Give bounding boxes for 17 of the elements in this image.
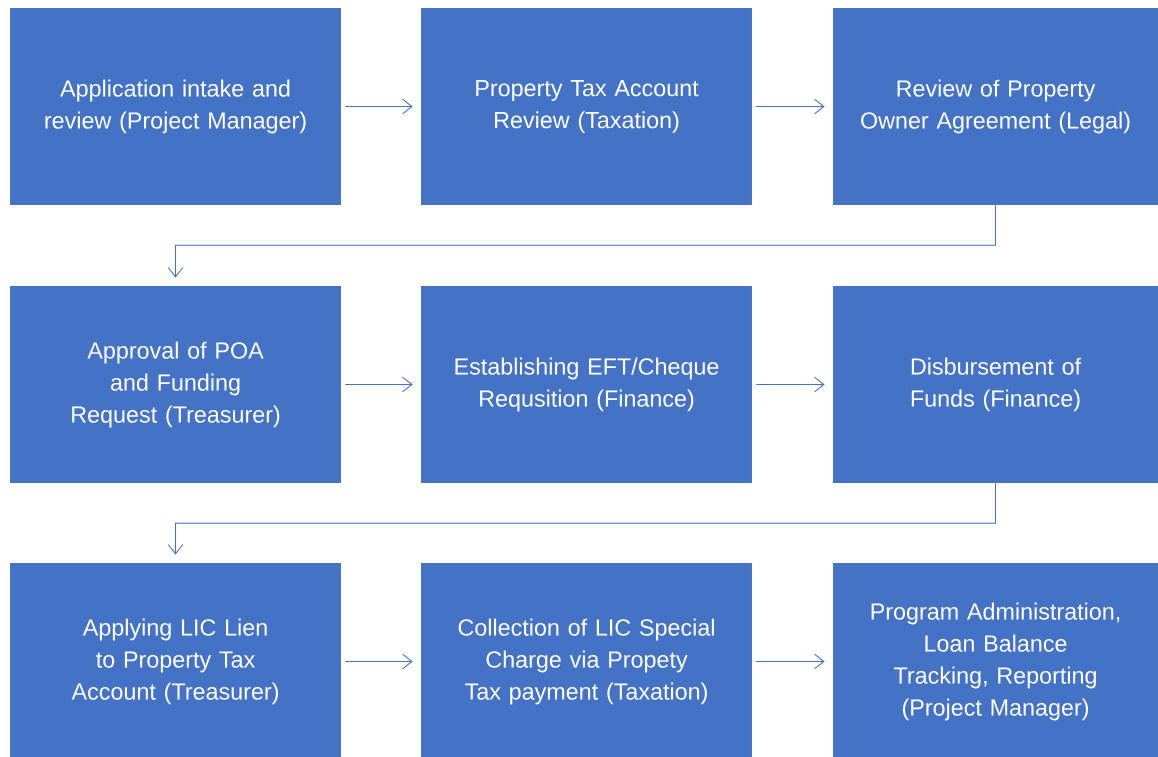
arrow [344,376,413,393]
arrow [755,98,825,115]
process-box: Program Administration, Loan Balance Tracking, Reporting (Project Manager) [832,562,1158,757]
process-box: Review of Property Owner Agreement (Legal) [832,7,1158,206]
arrow [755,653,825,670]
process-box: Approval of POA and Funding Request (Treasurer) [10,285,341,484]
process-box: Establishing EFT/Cheque Requsition (Finance) [421,285,752,484]
arrow [167,204,997,278]
process-box: Disbursement of Funds (Finance) [832,285,1158,484]
process-box: Property Tax Account Review (Taxation) [421,7,752,206]
arrow [755,376,825,393]
arrow [344,98,413,115]
arrow [344,653,413,670]
process-box: Applying LIC Lien to Property Tax Account (Treasurer) [10,562,341,757]
arrow [167,482,997,555]
process-box: Collection of LIC Special Charge via Propety Tax payment (Taxation) [421,562,752,757]
process-box: Application intake and review (Project Manager) [10,7,341,206]
